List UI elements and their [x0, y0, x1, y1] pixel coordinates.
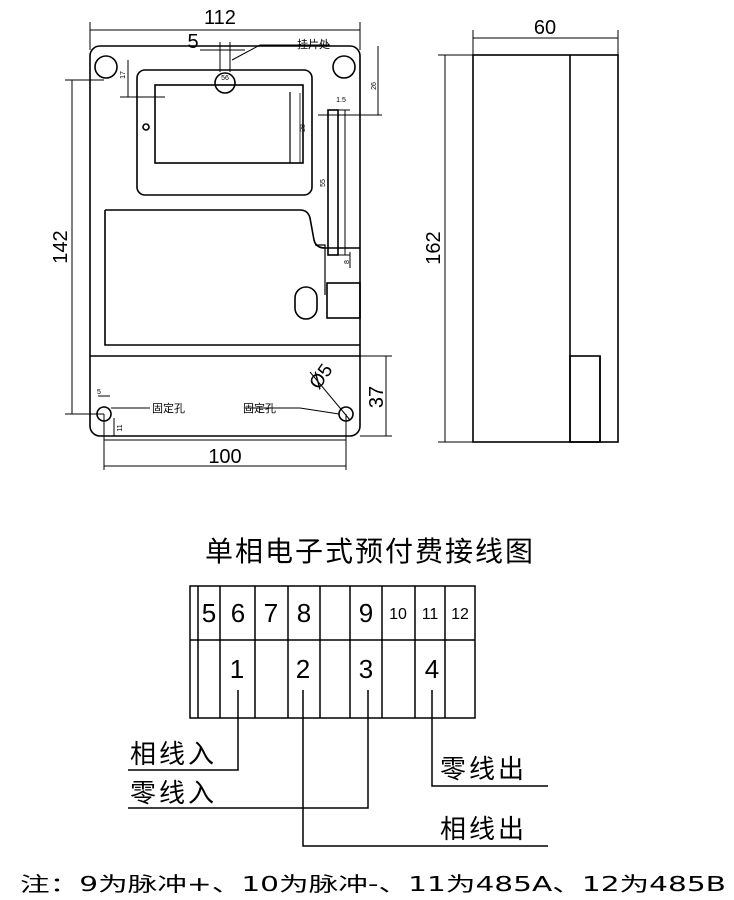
hang-label: 挂片处: [297, 37, 330, 51]
dim-28: 28: [300, 124, 307, 132]
fix-hole-left: 固定孔: [152, 401, 185, 415]
side-terminal-box: [569, 355, 601, 443]
hang-hole: [214, 72, 236, 94]
terminal-7: 7: [264, 598, 278, 628]
wire-phase-in: [128, 690, 239, 771]
side-strip: [327, 109, 339, 256]
wire-neutral-out: [431, 690, 548, 787]
dim-bottom-37: 37: [366, 386, 388, 408]
dim-depth-60: 60: [534, 17, 556, 39]
dim-slot-5: 5: [187, 31, 198, 53]
dimension-labels: 112 5 挂片处 60 142 162 100 37 Ø5 固定孔 固定孔 1…: [50, 7, 556, 468]
terminal-3: 3: [359, 654, 373, 684]
top-right-hole: [332, 55, 356, 79]
front-dimensions: [65, 22, 392, 470]
terminal-numbers-top: 5 6 7 8 9 10 11 12: [202, 598, 469, 628]
dim-55: 55: [320, 179, 327, 187]
terminal-9: 9: [359, 598, 373, 628]
dim-height-142: 142: [50, 230, 72, 263]
side-button: [326, 282, 361, 319]
wiring-note: 注：9为脉冲+、10为脉冲-、11为485A、12为485B: [20, 872, 726, 896]
dim-width-112: 112: [204, 7, 236, 29]
label-neutral-out: 零线出: [440, 755, 527, 785]
indicator-dot: [142, 123, 150, 131]
dim-15: 1.5: [336, 97, 346, 104]
terminal-block: [189, 585, 476, 719]
terminal-numbers-bottom: 1 2 3 4: [230, 654, 439, 684]
terminal-1: 1: [230, 654, 244, 684]
side-dimensions: [438, 30, 619, 443]
side-outline: [472, 54, 619, 443]
label-phase-out: 相线出: [440, 815, 527, 845]
dim-11: 11: [117, 424, 124, 431]
dim-5-small: 5: [97, 389, 101, 396]
terminal-10: 10: [389, 606, 407, 623]
dim-8: 8: [344, 260, 351, 264]
wiring-title: 单相电子式预付费接线图: [205, 535, 535, 568]
key-slot: [294, 286, 318, 320]
terminal-6: 6: [231, 598, 245, 628]
side-view: [472, 54, 619, 443]
label-phase-in: 相线入: [130, 740, 217, 770]
terminal-8: 8: [297, 598, 311, 628]
dim-17: 17: [120, 71, 127, 79]
display-window: [136, 69, 313, 196]
label-neutral-in: 零线入: [130, 779, 217, 809]
terminal-2: 2: [296, 654, 310, 684]
dim-spacing-100: 100: [208, 446, 241, 468]
dim-26: 26: [371, 82, 378, 90]
terminal-5: 5: [202, 598, 216, 628]
wire-labels: 相线入 零线入 零线出 相线出: [130, 740, 527, 845]
lcd-area: [154, 84, 304, 164]
front-outline: [89, 45, 361, 437]
wire-phase-out: [302, 690, 548, 847]
wire-neutral-in: [128, 690, 369, 809]
dim-height-162: 162: [423, 231, 445, 264]
front-view: [89, 45, 361, 437]
dim-hole-dia: Ø5: [306, 360, 338, 393]
wires: [128, 690, 548, 847]
top-left-hole: [94, 55, 118, 79]
lower-panel: [104, 209, 360, 346]
terminal-12: 12: [451, 606, 469, 623]
fix-hole-right: 固定孔: [243, 401, 276, 415]
terminal-11: 11: [422, 606, 439, 623]
dim-56: 56: [221, 75, 229, 82]
terminal-4: 4: [425, 654, 439, 684]
